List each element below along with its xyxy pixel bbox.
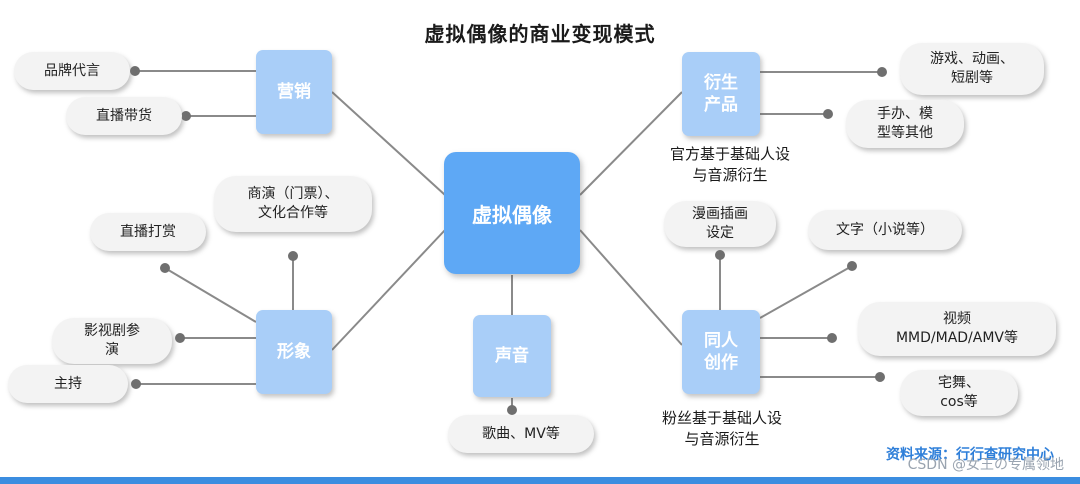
bottom-bar — [0, 477, 1080, 484]
leaf-manga-illustration: 漫画插画 设定 — [664, 201, 776, 247]
leaf-film-line-1: 影视剧参 — [84, 323, 140, 339]
category-fan-line-1: 同人 — [704, 331, 738, 351]
caption-official-line-1: 官方基于基础人设 — [669, 145, 790, 163]
category-voice-label: 声音 — [495, 346, 529, 366]
leaf-song-label: 歌曲、MV等 — [482, 425, 560, 442]
category-image-label: 形象 — [277, 342, 311, 362]
leaf-hosting: 主持 — [8, 365, 128, 403]
leaf-brand-endorsement: 品牌代言 — [14, 52, 130, 90]
leaf-video-line-1: 视频 — [943, 311, 971, 327]
leaf-games-line-2: 短剧等 — [951, 70, 993, 86]
leaf-novel-label: 文字（小说等） — [836, 221, 934, 238]
caption-official-derivation: 官方基于基础人设 与音源衍生 — [640, 144, 820, 186]
leaf-figures-models: 手办、模 型等其他 — [846, 100, 964, 148]
category-derivative: 衍生 产品 — [682, 52, 760, 136]
leaf-manga-line-2: 设定 — [706, 225, 734, 241]
leaf-novels: 文字（小说等） — [808, 210, 962, 250]
leaf-manga-line-1: 漫画插画 — [692, 206, 748, 222]
leaf-dance-line-2: cos等 — [940, 394, 978, 410]
category-derivative-line-1: 衍生 — [704, 73, 738, 93]
leaf-games-animation: 游戏、动画、 短剧等 — [900, 43, 1044, 95]
caption-official-line-2: 与音源衍生 — [692, 166, 768, 184]
source-note: 资料来源：行行查研究中心 — [886, 447, 1054, 463]
leaf-live-tipping: 直播打赏 — [90, 213, 206, 251]
leaf-video-line-2: MMD/MAD/AMV等 — [895, 330, 1019, 346]
leaf-figures-line-2: 型等其他 — [877, 125, 933, 141]
csdn-watermark: CSDN @女王の专属领地 — [907, 457, 1064, 473]
leaf-film-line-2: 演 — [105, 342, 119, 358]
leaf-commercial-performance: 商演（门票）、 文化合作等 — [214, 176, 372, 232]
category-marketing-label: 营销 — [277, 82, 311, 102]
leaf-live-sales-label: 直播带货 — [96, 107, 152, 124]
category-image: 形象 — [256, 310, 332, 394]
caption-fan-line-1: 粉丝基于基础人设 — [661, 409, 782, 427]
category-voice: 声音 — [473, 315, 551, 397]
caption-fan-derivation: 粉丝基于基础人设 与音源衍生 — [632, 408, 812, 450]
leaf-live-sales: 直播带货 — [66, 97, 182, 135]
category-fan-creation: 同人 创作 — [682, 310, 760, 394]
leaf-perform-line-2: 文化合作等 — [258, 205, 328, 221]
center-label: 虚拟偶像 — [472, 202, 552, 227]
leaf-videos: 视频 MMD/MAD/AMV等 — [858, 302, 1056, 356]
leaf-film-acting: 影视剧参 演 — [52, 318, 172, 364]
leaf-tip-label: 直播打赏 — [120, 223, 176, 240]
category-fan-line-2: 创作 — [704, 353, 738, 373]
leaf-dance-line-1: 宅舞、 — [938, 375, 980, 391]
leaf-host-label: 主持 — [54, 375, 82, 392]
caption-fan-line-2: 与音源衍生 — [684, 430, 760, 448]
leaf-songs-mv: 歌曲、MV等 — [448, 415, 594, 453]
leaf-games-line-1: 游戏、动画、 — [930, 51, 1014, 67]
center-node: 虚拟偶像 — [444, 152, 580, 274]
category-marketing: 营销 — [256, 50, 332, 134]
category-derivative-line-2: 产品 — [704, 95, 738, 115]
diagram-title: 虚拟偶像的商业变现模式 — [424, 22, 656, 46]
leaf-perform-line-1: 商演（门票）、 — [247, 186, 339, 202]
leaf-figures-line-1: 手办、模 — [877, 106, 933, 122]
leaf-dance-cosplay: 宅舞、 cos等 — [900, 370, 1018, 416]
leaf-brand-label: 品牌代言 — [44, 62, 100, 79]
